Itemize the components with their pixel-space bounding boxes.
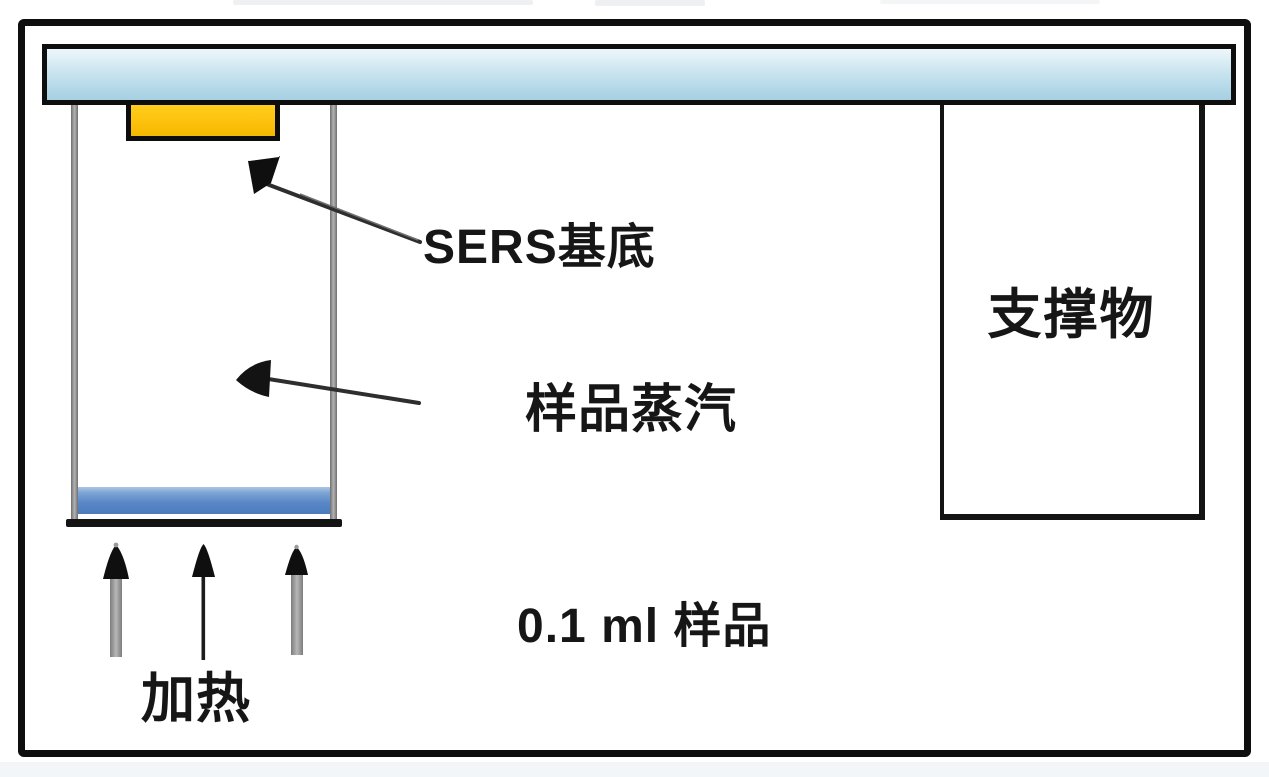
scan-artifact	[233, 0, 533, 5]
beaker-bottom	[66, 519, 342, 527]
sers-substrate-chip	[126, 100, 280, 141]
sample-volume-label: 0.1 ml 样品	[517, 600, 772, 653]
beaker-left-wall	[71, 105, 78, 520]
sers-substrate-label: SERS基底	[423, 221, 656, 274]
sample-vapor-label: 样品蒸汽	[525, 381, 738, 439]
glass-slide-bar	[42, 44, 1236, 105]
support-label: 支撑物	[987, 285, 1156, 345]
sample-liquid	[78, 487, 330, 514]
scan-artifact-bottom	[0, 762, 1269, 777]
scan-artifact	[880, 0, 1100, 4]
beaker-right-wall	[330, 105, 337, 520]
support-block: 支撑物	[940, 105, 1205, 520]
heating-label: 加热	[141, 669, 251, 729]
scan-artifact	[595, 0, 705, 6]
